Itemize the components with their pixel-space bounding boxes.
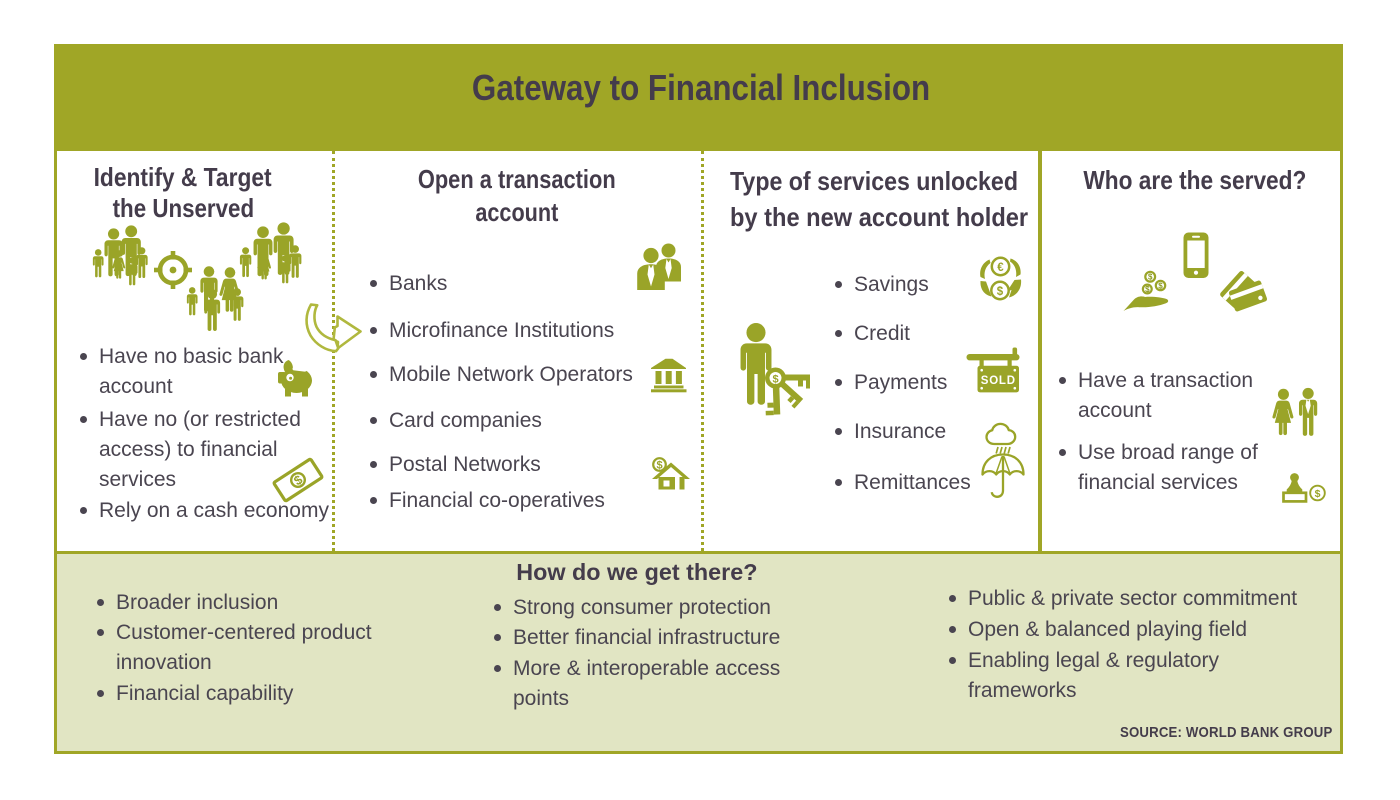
svg-text:SOLD: SOLD [981, 375, 1016, 387]
svg-text:$: $ [1145, 285, 1150, 294]
svg-text:$: $ [656, 460, 662, 472]
svg-text:$: $ [1148, 273, 1153, 282]
svg-text:$: $ [997, 286, 1004, 298]
svg-text:$: $ [1158, 282, 1163, 291]
svg-text:$: $ [1315, 488, 1321, 500]
svg-text:$: $ [772, 374, 778, 386]
svg-text:€: € [997, 262, 1004, 274]
